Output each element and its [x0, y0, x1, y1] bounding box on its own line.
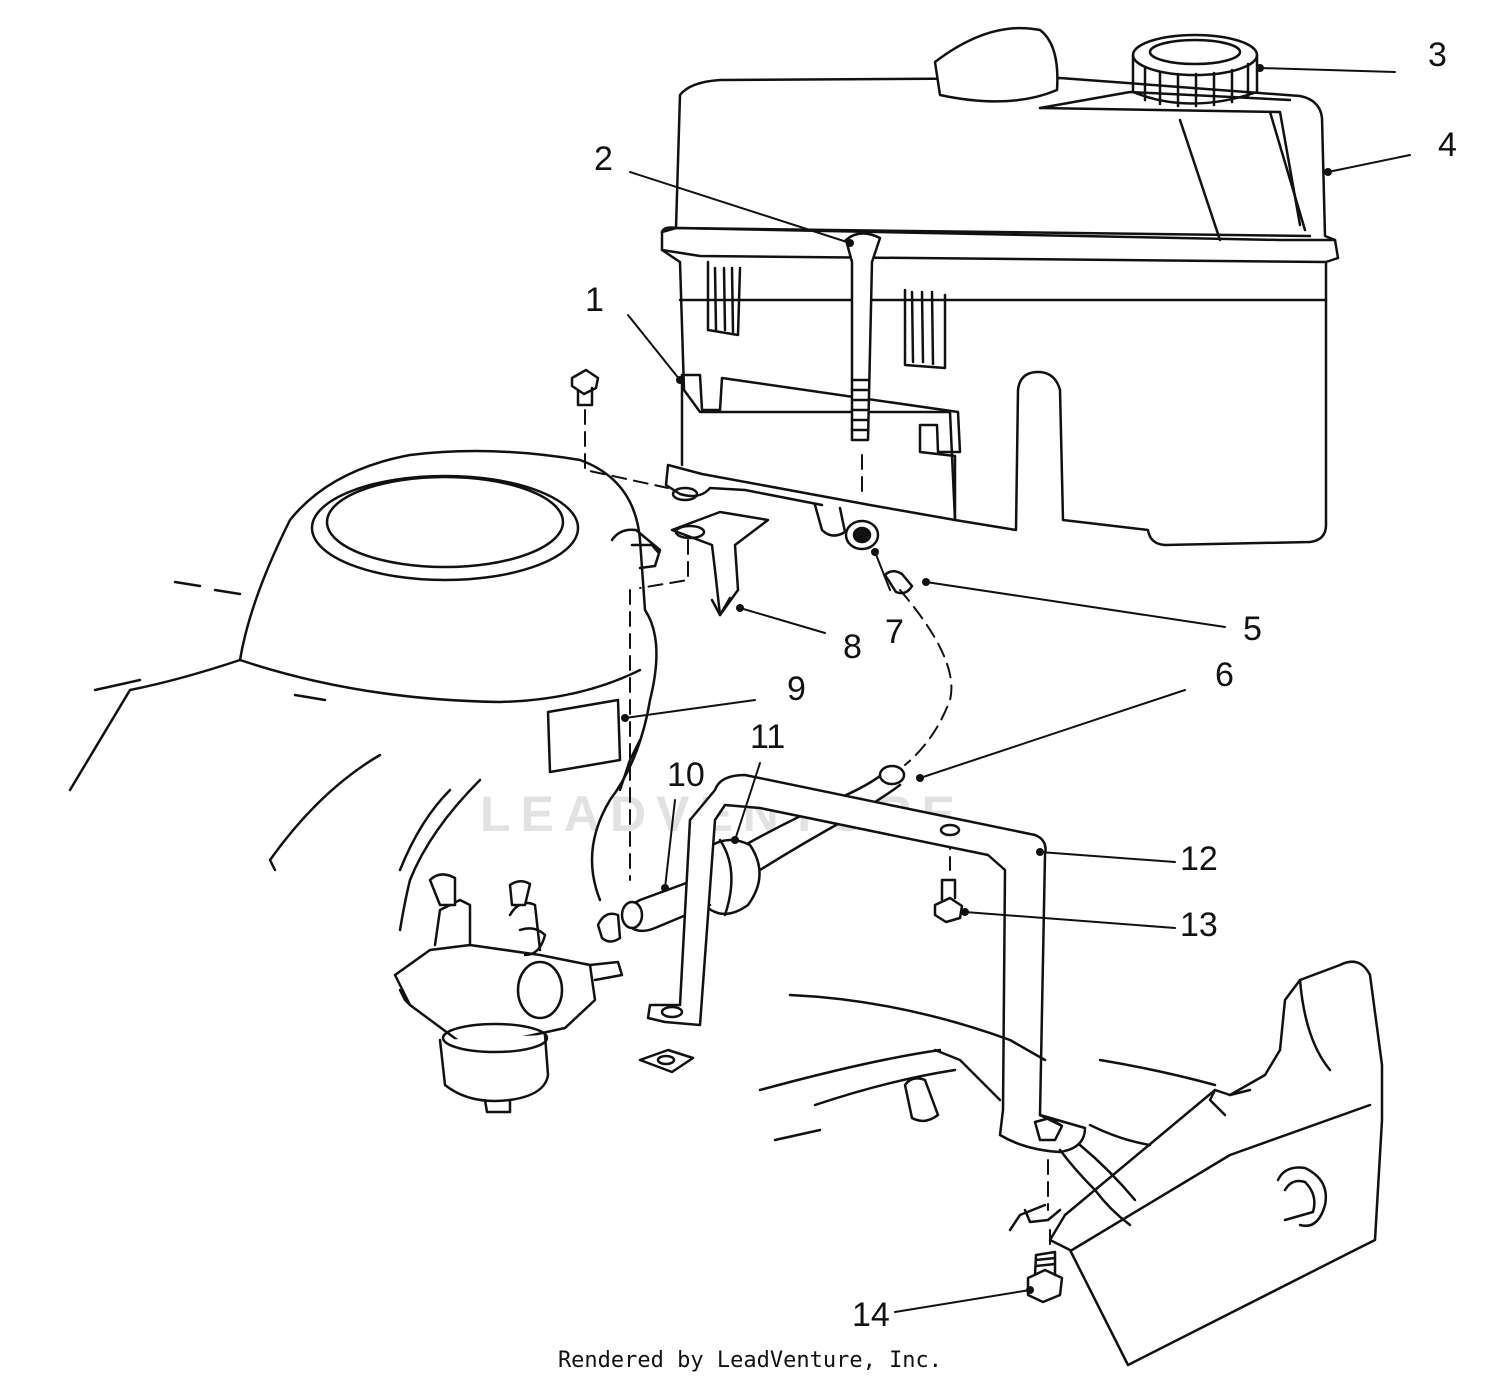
callout-11: 11 — [750, 718, 786, 756]
callout-7: 7 — [885, 613, 904, 651]
callout-1: 1 — [585, 281, 604, 319]
bolt-top — [570, 368, 600, 407]
carburetor — [393, 873, 624, 1114]
callout-14: 14 — [852, 1296, 890, 1334]
tank-fitting — [813, 503, 914, 595]
engine-shroud — [68, 449, 662, 932]
leader-dots — [621, 64, 1332, 1294]
callout-10: 10 — [667, 756, 705, 794]
tank-bracket — [664, 373, 962, 522]
callout-6: 6 — [1215, 656, 1234, 694]
chassis-frame — [758, 960, 1384, 1367]
callout-3: 3 — [1428, 36, 1447, 74]
callout-4: 4 — [1438, 126, 1457, 164]
footer-credit: Rendered by LeadVenture, Inc. — [557, 1348, 943, 1373]
callout-8: 8 — [843, 628, 862, 666]
callout-5: 5 — [1243, 610, 1262, 648]
fuel-tank — [660, 26, 1340, 547]
callout-13: 13 — [1180, 906, 1218, 944]
callout-12: 12 — [1180, 840, 1218, 878]
callout-9: 9 — [787, 670, 806, 708]
mount-bracket — [638, 773, 1087, 1154]
tank-strap — [844, 232, 882, 442]
callout-2: 2 — [594, 140, 613, 178]
leader-lines — [624, 67, 1411, 1313]
small-bracket — [670, 510, 770, 617]
